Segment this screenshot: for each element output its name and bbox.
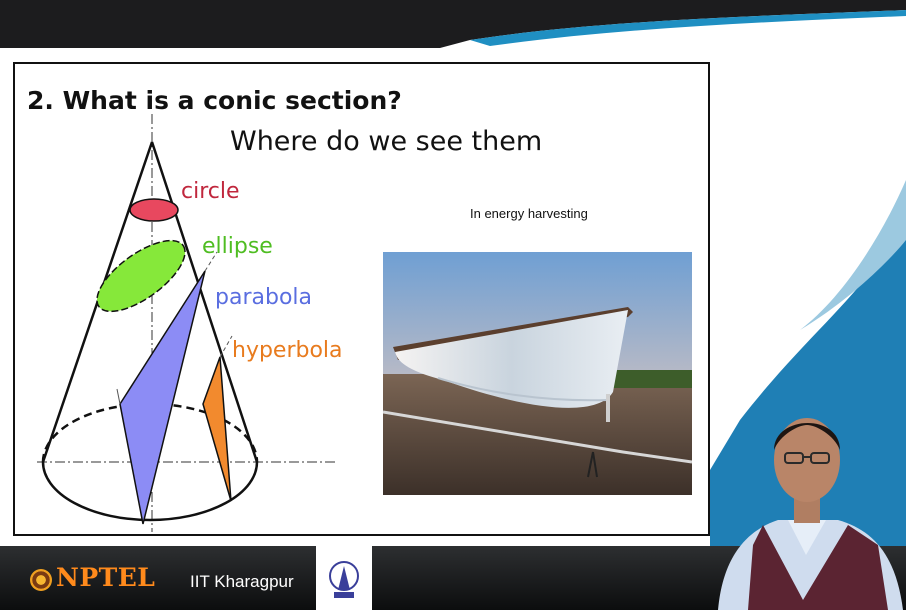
speaker-video — [718, 418, 903, 610]
iit-kgp-emblem-icon — [316, 546, 372, 610]
ellipse-label: ellipse — [202, 234, 273, 259]
hyperbola-section — [202, 356, 232, 502]
top-decor-band — [0, 0, 906, 48]
parabolic-trough-photo — [383, 252, 692, 495]
cone-side-right — [150, 141, 259, 463]
circle-label: circle — [181, 179, 240, 204]
right-decor-wave — [710, 180, 906, 610]
slide-title: 2. What is a conic section? — [27, 86, 402, 115]
institute-name: IIT Kharagpur — [190, 572, 294, 591]
ellipse-section — [96, 239, 186, 313]
nptel-wheel-icon — [30, 569, 52, 591]
parabola-section — [119, 270, 206, 525]
photo-caption: In energy harvesting — [470, 206, 588, 221]
parabola-label: parabola — [215, 285, 312, 310]
slide-panel: 2. What is a conic section? Where do we … — [13, 62, 710, 536]
circle-section — [129, 198, 179, 222]
conic-sections-diagram: circle ellipse parabola hyperbola — [37, 114, 343, 532]
hyperbola-label: hyperbola — [232, 338, 343, 363]
nptel-logo-text: NPTEL — [56, 563, 156, 592]
slide-subtitle: Where do we see them — [230, 126, 543, 157]
nptel-logo: NPTEL — [30, 563, 180, 593]
cone-base-front — [41, 461, 259, 522]
